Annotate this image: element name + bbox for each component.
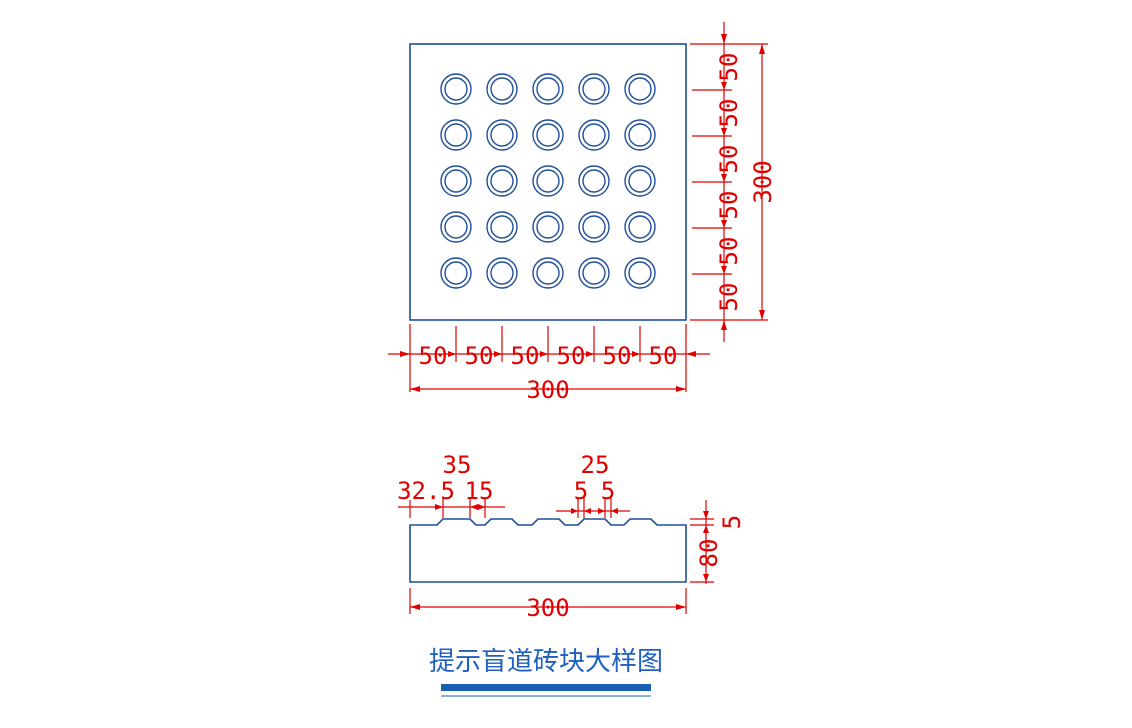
plan-view: [409, 43, 687, 321]
plan-bottom-seg-1: 50: [419, 342, 448, 370]
title-underline: [441, 684, 651, 691]
tactile-dot-outer: [440, 211, 472, 243]
tactile-dot-outer: [532, 73, 564, 105]
section-label-35: 35: [443, 451, 472, 479]
plan-right-seg-4: 50: [715, 191, 743, 220]
plan-bottom-seg-3: 50: [511, 342, 540, 370]
tactile-dot-outer: [624, 73, 656, 105]
tactile-dot-outer: [624, 165, 656, 197]
tactile-dot-outer: [578, 211, 610, 243]
section-view: [409, 518, 687, 583]
tactile-dot-outer: [578, 165, 610, 197]
plan-bottom-seg-2: 50: [465, 342, 494, 370]
tactile-dot-inner: [444, 169, 468, 193]
tactile-dot-outer: [440, 73, 472, 105]
tactile-dot-inner: [536, 169, 560, 193]
tactile-dot-inner: [444, 123, 468, 147]
section-tile-profile: [409, 518, 687, 583]
section-right-label-80: 80: [695, 539, 723, 568]
tactile-dot-inner: [444, 261, 468, 285]
tactile-dot-outer: [486, 211, 518, 243]
tactile-dot-inner: [628, 77, 652, 101]
tactile-dot-outer: [532, 257, 564, 289]
tactile-dot-inner: [582, 169, 606, 193]
tactile-dot-inner: [628, 215, 652, 239]
plan-bottom-seg-5: 50: [603, 342, 632, 370]
tactile-dot-inner: [490, 77, 514, 101]
tactile-dot-inner: [628, 261, 652, 285]
tactile-dot-outer: [486, 73, 518, 105]
section-right-label-5: 5: [718, 515, 746, 529]
plan-right-total: 300: [749, 160, 777, 203]
tactile-dot-outer: [532, 165, 564, 197]
tactile-dot-inner: [536, 261, 560, 285]
tactile-dot-inner: [536, 215, 560, 239]
section-bottom-dimension: [409, 588, 687, 614]
tactile-dot-outer: [440, 165, 472, 197]
plan-right-seg-1: 50: [715, 53, 743, 82]
tactile-dot-outer: [578, 119, 610, 151]
tactile-dot-inner: [582, 77, 606, 101]
plan-right-seg-6: 50: [715, 283, 743, 312]
tactile-dot-inner: [536, 123, 560, 147]
section-top-dimension: [398, 497, 630, 518]
tactile-dot-outer: [578, 73, 610, 105]
tactile-dot-outer: [486, 119, 518, 151]
section-label-32-5: 32.5: [397, 477, 455, 505]
plan-bottom-seg-4: 50: [557, 342, 586, 370]
tactile-dot-outer: [532, 119, 564, 151]
tactile-dot-outer: [486, 257, 518, 289]
tactile-dot-inner: [582, 123, 606, 147]
plan-right-dimension: [690, 22, 768, 342]
tactile-dot-inner: [628, 169, 652, 193]
plan-right-seg-3: 50: [715, 145, 743, 174]
tactile-dot-inner: [444, 77, 468, 101]
section-bottom-total: 300: [526, 594, 569, 622]
tactile-dot-outer: [624, 257, 656, 289]
tactile-dot-outer: [624, 211, 656, 243]
section-label-5-right: 5: [601, 477, 615, 505]
tactile-dot-inner: [628, 123, 652, 147]
tactile-dot-outer: [624, 119, 656, 151]
tactile-dot-outer: [532, 211, 564, 243]
plan-bottom-seg-6: 50: [649, 342, 678, 370]
tactile-dot-inner: [490, 261, 514, 285]
drawing-title: 提示盲道砖块大样图: [429, 647, 663, 677]
plan-right-seg-5: 50: [715, 237, 743, 266]
tactile-dot-inner: [582, 215, 606, 239]
plan-right-seg-2: 50: [715, 99, 743, 128]
tactile-dot-outer: [486, 165, 518, 197]
tactile-dot-inner: [582, 261, 606, 285]
tactile-dot-inner: [490, 215, 514, 239]
section-label-5-left: 5: [574, 477, 588, 505]
tactile-dot-outer: [440, 119, 472, 151]
tactile-dot-inner: [490, 123, 514, 147]
tactile-dot-inner: [490, 169, 514, 193]
tactile-dot-outer: [578, 257, 610, 289]
tactile-dot-inner: [536, 77, 560, 101]
section-label-25: 25: [581, 451, 610, 479]
plan-bottom-dimension: [388, 324, 710, 392]
tactile-dot-grid: [440, 73, 656, 289]
section-right-dimension: [690, 500, 714, 584]
plan-bottom-total: 300: [526, 376, 569, 404]
tactile-dot-inner: [444, 215, 468, 239]
section-label-15: 15: [465, 477, 494, 505]
tactile-dot-outer: [440, 257, 472, 289]
plan-tile-outline: [409, 43, 687, 321]
